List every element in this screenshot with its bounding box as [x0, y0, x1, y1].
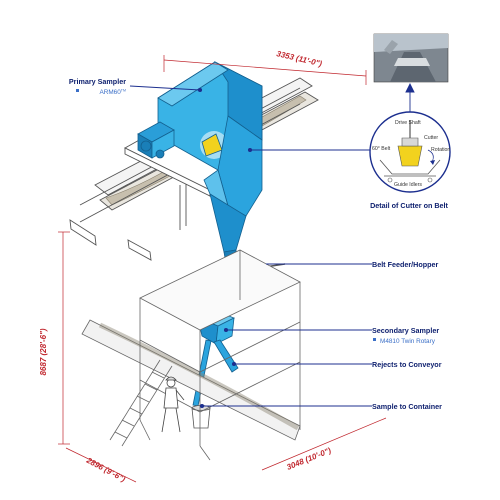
label-sample-container: Sample to Container — [372, 402, 442, 411]
primary-sampler-model-text: ARM60 — [99, 89, 121, 96]
cutter-detail — [369, 111, 451, 193]
label-belt-feeder: Belt Feeder/Hopper — [372, 260, 439, 269]
leader-lines — [129, 82, 415, 409]
label-rejects: Rejects to Conveyor — [372, 360, 442, 369]
cutter-photo — [373, 33, 449, 83]
detail-cutter: Cutter — [424, 135, 438, 141]
detail-title: Detail of Cutter on Belt — [370, 201, 448, 210]
primary-sampler-model-sup: TM — [121, 89, 126, 93]
dim-bottom-left: 2896 (9'-6") — [84, 455, 127, 484]
detail-rotation: Rotation — [431, 147, 450, 153]
detail-guide-idlers: Guide Idlers — [394, 182, 422, 188]
label-secondary-sampler: Secondary Sampler — [372, 326, 439, 335]
label-secondary-sampler-model: M4810 Twin Rotary — [380, 338, 436, 345]
worker-figure — [161, 376, 185, 433]
detail-drive-shaft: Drive Shaft — [395, 120, 421, 126]
label-primary-sampler: Primary Sampler — [69, 77, 126, 86]
dim-bottom-right: 3048 (10'-0") — [285, 446, 332, 472]
dimension-lines — [58, 55, 387, 483]
dim-height: 8687 (28'-6") — [39, 328, 48, 375]
primary-sampler-bullet — [76, 89, 79, 92]
label-primary-sampler-model: ARM60TM — [99, 89, 126, 97]
dim-top: 3353 (11'-0") — [276, 49, 324, 68]
lower-structure — [81, 249, 301, 461]
secondary-sampler-bullet — [373, 338, 376, 341]
detail-belt-angle: 60° Belt — [372, 146, 391, 152]
